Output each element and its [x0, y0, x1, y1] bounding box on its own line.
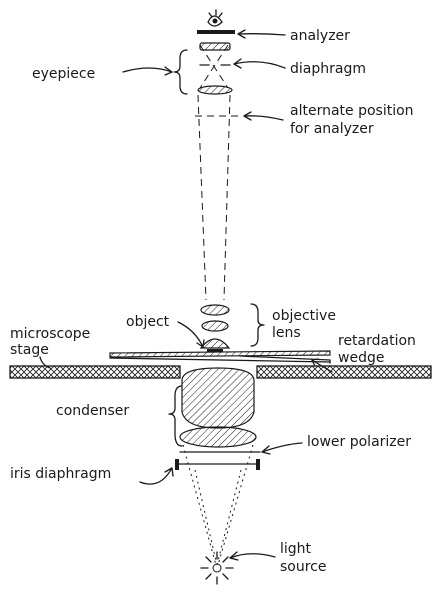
label-analyzer: analyzer	[290, 28, 350, 44]
eyepiece-brace	[173, 49, 188, 95]
label-stage: stage	[10, 342, 49, 358]
analyzer-plate	[197, 30, 235, 34]
label-lens: lens	[272, 325, 301, 341]
iris-diaphragm	[175, 459, 260, 470]
object-specimen	[207, 349, 223, 352]
label-source: source	[280, 559, 327, 575]
label-object: object	[126, 314, 170, 330]
eyepiece-assembly	[197, 42, 233, 95]
label-light: light	[280, 541, 312, 557]
leader-arrows	[39, 29, 333, 561]
retardation-wedge	[109, 350, 331, 364]
labels: analyzer eyepiece diaphragm alternate po…	[10, 28, 416, 575]
label-eyepiece: eyepiece	[32, 66, 95, 82]
label-iris-diaphragm: iris diaphragm	[10, 466, 111, 482]
label-alternate-position: alternate position	[290, 103, 414, 119]
label-wedge: wedge	[338, 350, 384, 366]
light-source-icon	[200, 551, 234, 585]
objective-lens-stack	[199, 304, 231, 349]
objective-brace	[250, 303, 265, 347]
eye-icon	[207, 9, 223, 27]
label-diaphragm: diaphragm	[290, 61, 366, 77]
label-objective: objective	[272, 308, 336, 324]
label-condenser: condenser	[56, 403, 129, 419]
label-for-analyzer: for analyzer	[290, 121, 374, 137]
microscope-stage	[9, 365, 432, 379]
label-lower-polarizer: lower polarizer	[307, 434, 411, 450]
label-retardation: retardation	[338, 333, 416, 349]
label-microscope: microscope	[10, 326, 90, 342]
optical-path	[182, 44, 254, 566]
condenser-lens	[179, 367, 257, 448]
condenser-brace	[168, 385, 183, 447]
